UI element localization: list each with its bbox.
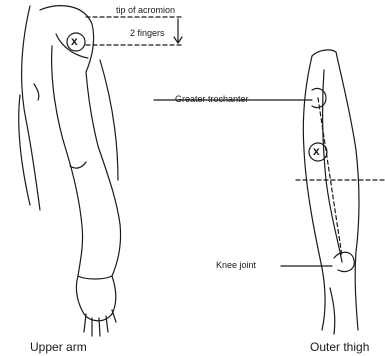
upper-arm-illustration — [19, 6, 121, 336]
two-fingers-arrow — [174, 19, 182, 43]
two-fingers-label: 2 fingers — [130, 29, 165, 38]
outer-thigh-caption: Outer thigh — [310, 341, 369, 353]
thigh-dashed-guide — [318, 98, 342, 256]
thigh-injection-mark: x — [313, 145, 320, 157]
outer-thigh-illustration — [303, 50, 359, 334]
tip-of-acromion-label: tip of acromion — [116, 6, 175, 15]
upper-arm-injection-mark: x — [71, 35, 78, 47]
knee-joint-label: Knee joint — [216, 261, 256, 270]
upper-arm-caption: Upper arm — [30, 341, 87, 353]
greater-trochanter-label: Greater trochanter — [175, 95, 249, 104]
